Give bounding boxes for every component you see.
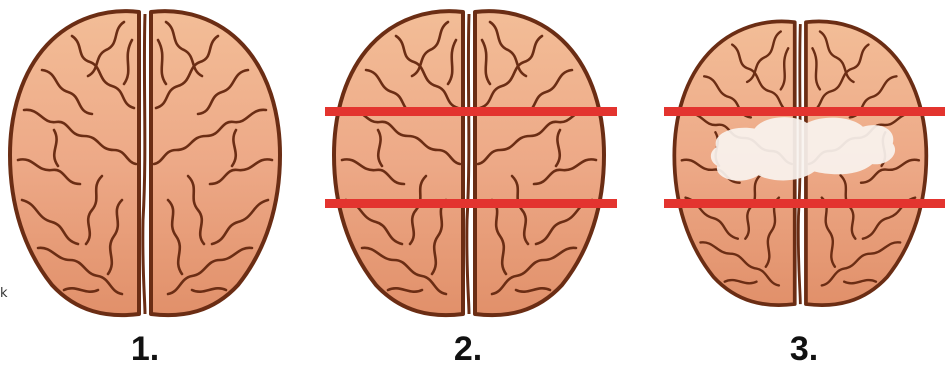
panel-3 bbox=[665, 0, 945, 371]
brain-illustration-icon bbox=[665, 0, 945, 330]
bottom-cut-line bbox=[325, 199, 617, 208]
bottom-cut-line bbox=[664, 199, 945, 208]
panel-2 bbox=[324, 0, 624, 371]
step-label-2: 2. bbox=[438, 332, 498, 366]
step-label-1: 1. bbox=[115, 332, 175, 366]
step-label-3: 3. bbox=[774, 332, 834, 366]
top-cut-line bbox=[664, 107, 945, 116]
top-cut-line bbox=[325, 107, 617, 116]
brain-illustration-icon bbox=[324, 0, 624, 330]
panel-1 bbox=[0, 0, 300, 371]
brain-illustration-icon bbox=[0, 0, 300, 330]
